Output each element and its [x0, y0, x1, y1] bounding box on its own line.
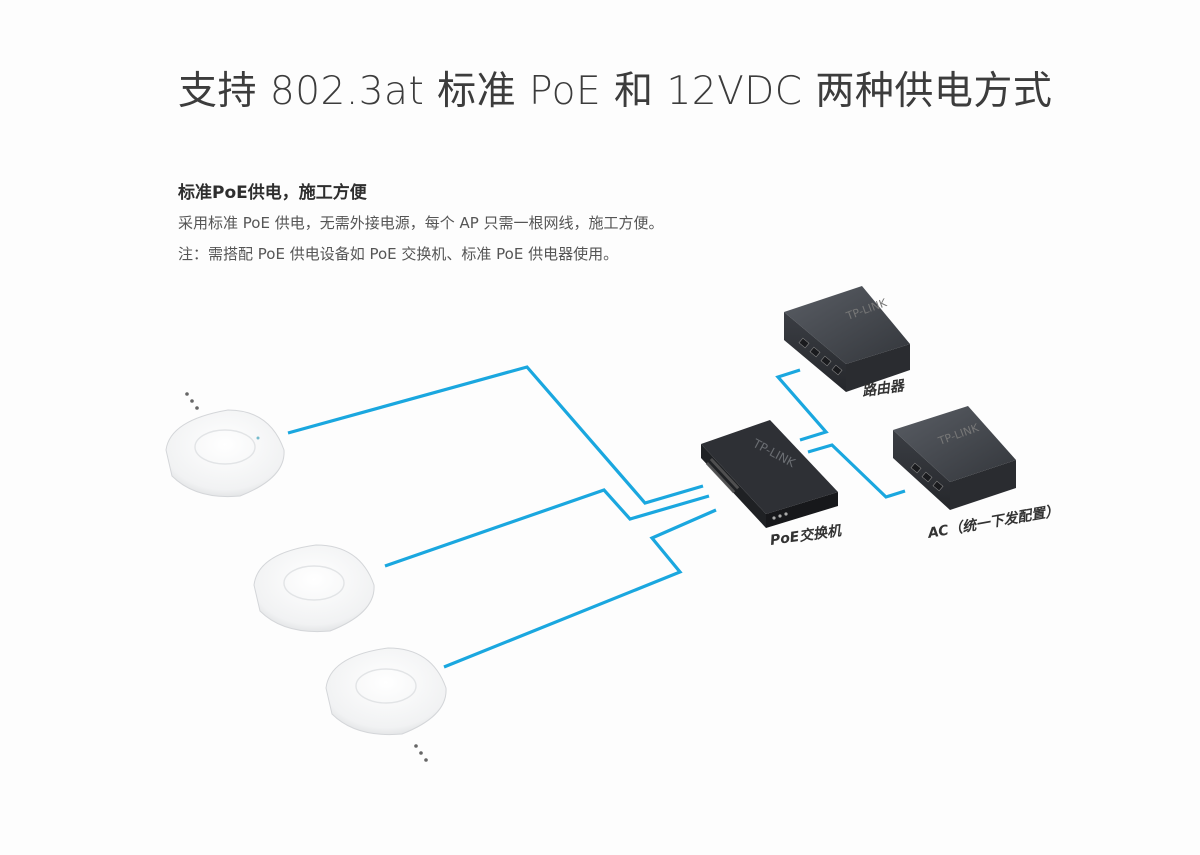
- ap-device-icon: [253, 544, 375, 633]
- ellipsis-dots-icon: [185, 392, 199, 410]
- ap-device-icon: [165, 409, 285, 498]
- cable-group: [287, 365, 906, 669]
- section-description: 采用标准 PoE 供电，无需外接电源，每个 AP 只需一根网线，施工方便。: [178, 214, 664, 232]
- ap-device-icon: [325, 647, 447, 736]
- cable-ap1-switch: [287, 365, 704, 505]
- section-note: 注：需搭配 PoE 供电设备如 PoE 交换机、标准 PoE 供电器使用。: [178, 245, 619, 263]
- cable-ap2-switch: [384, 488, 710, 568]
- ac-device-icon: TP-LINK: [893, 406, 1016, 510]
- section-heading: 标准PoE供电，施工方便: [178, 183, 367, 203]
- cable-ap3-switch: [443, 508, 717, 669]
- router-device-icon: TP-LINK: [784, 286, 910, 392]
- page-title: 支持 802.3at 标准 PoE 和 12VDC 两种供电方式: [178, 69, 1053, 114]
- cable-switch-ac: [807, 443, 906, 499]
- ellipsis-dots-icon: [414, 744, 428, 762]
- switch-device-icon: TP-LINK: [701, 420, 838, 528]
- cable-switch-router: [775, 368, 829, 442]
